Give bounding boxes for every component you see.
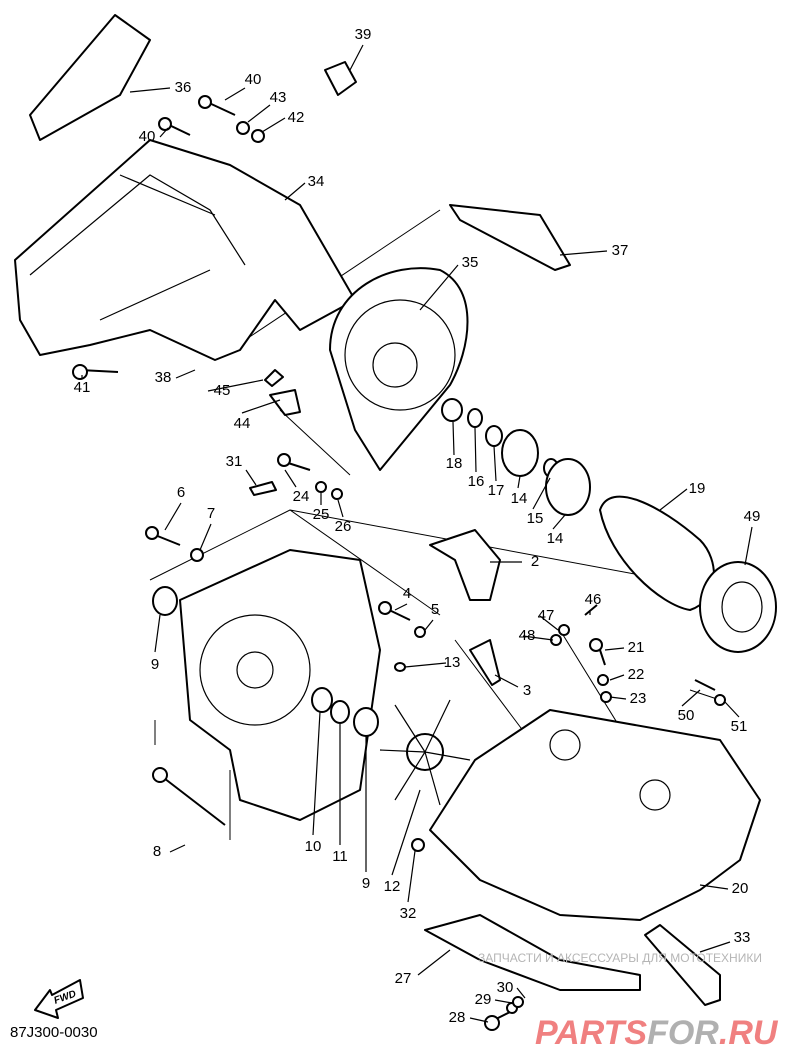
callout-44[interactable]: 44 bbox=[234, 415, 251, 432]
bracket-27 bbox=[424, 914, 641, 991]
callout-41[interactable]: 41 bbox=[74, 379, 91, 396]
watermark-brand-b: FOR bbox=[647, 1014, 719, 1052]
callout-11[interactable]: 11 bbox=[332, 848, 348, 865]
drawing-code: 87J300-0030 bbox=[10, 1024, 98, 1041]
callout-12[interactable]: 12 bbox=[384, 878, 401, 895]
seal-9 bbox=[152, 586, 178, 616]
leader-lines bbox=[81, 44, 753, 1023]
callout-30[interactable]: 30 bbox=[497, 979, 514, 996]
callout-39[interactable]: 39 bbox=[355, 26, 372, 43]
callout-5[interactable]: 5 bbox=[431, 601, 439, 618]
callout-49[interactable]: 49 bbox=[744, 508, 761, 525]
callout-22[interactable]: 22 bbox=[628, 666, 645, 683]
callout-48[interactable]: 48 bbox=[519, 627, 536, 644]
callout-2[interactable]: 2 bbox=[531, 553, 539, 570]
callout-13[interactable]: 13 bbox=[444, 654, 461, 671]
side-cover-36 bbox=[29, 14, 151, 141]
callout-40b[interactable]: 40 bbox=[139, 128, 156, 145]
belt-19 bbox=[599, 495, 715, 611]
part-39 bbox=[324, 61, 357, 96]
callout-42[interactable]: 42 bbox=[288, 109, 305, 126]
cover-20 bbox=[429, 709, 761, 921]
callout-33[interactable]: 33 bbox=[734, 929, 751, 946]
fan-housing-35 bbox=[329, 267, 469, 471]
watermark-brand: PARTSFOR.RU bbox=[535, 1014, 779, 1052]
callout-18[interactable]: 18 bbox=[446, 455, 463, 472]
watermark: ЗАПЧАСТИ И АКСЕССУАРЫ ДЛЯ МОТОТЕХНИКИ PA… bbox=[478, 951, 779, 1052]
part-33 bbox=[644, 924, 721, 1006]
callout-47[interactable]: 47 bbox=[538, 607, 555, 624]
callout-4[interactable]: 4 bbox=[403, 585, 411, 602]
callout-16[interactable]: 16 bbox=[468, 473, 485, 490]
callout-32[interactable]: 32 bbox=[400, 905, 417, 922]
callout-29[interactable]: 29 bbox=[475, 991, 492, 1008]
watermark-brand-a: PARTS bbox=[535, 1014, 647, 1052]
callout-10[interactable]: 10 bbox=[305, 838, 322, 855]
callout-36[interactable]: 36 bbox=[175, 79, 192, 96]
callout-28[interactable]: 28 bbox=[449, 1009, 466, 1026]
callout-17[interactable]: 17 bbox=[488, 482, 505, 499]
callout-37[interactable]: 37 bbox=[612, 242, 629, 259]
callout-9b[interactable]: 9 bbox=[362, 875, 370, 892]
watermark-brand-c: .RU bbox=[719, 1014, 779, 1052]
shroud-34 bbox=[14, 139, 356, 361]
callout-labels: 39 36 40 43 42 40 34 37 35 38 45 41 44 1… bbox=[74, 26, 761, 1026]
forward-arrow-icon: FWD bbox=[34, 979, 84, 1019]
callout-25[interactable]: 25 bbox=[313, 506, 330, 523]
callout-14b[interactable]: 14 bbox=[547, 530, 564, 547]
callout-8[interactable]: 8 bbox=[153, 843, 161, 860]
callout-14[interactable]: 14 bbox=[511, 490, 528, 507]
callout-20[interactable]: 20 bbox=[732, 880, 749, 897]
bolts bbox=[72, 95, 726, 1031]
callout-27[interactable]: 27 bbox=[395, 970, 412, 987]
callout-26[interactable]: 26 bbox=[335, 518, 352, 535]
watermark-tagline: ЗАПЧАСТИ И АКСЕССУАРЫ ДЛЯ МОТОТЕХНИКИ bbox=[478, 951, 762, 965]
callout-23[interactable]: 23 bbox=[630, 690, 647, 707]
plate-2 bbox=[429, 529, 501, 601]
callout-45[interactable]: 45 bbox=[214, 382, 231, 399]
callout-51[interactable]: 51 bbox=[731, 718, 748, 735]
fan-12 bbox=[379, 699, 471, 806]
housing-left bbox=[179, 549, 381, 821]
callout-35[interactable]: 35 bbox=[462, 254, 479, 271]
callout-43[interactable]: 43 bbox=[270, 89, 287, 106]
callout-9[interactable]: 9 bbox=[151, 656, 159, 673]
washers bbox=[441, 398, 591, 516]
part-37 bbox=[449, 204, 571, 271]
callout-31[interactable]: 31 bbox=[226, 453, 243, 470]
callout-38[interactable]: 38 bbox=[155, 369, 172, 386]
callout-6[interactable]: 6 bbox=[177, 484, 185, 501]
callout-34[interactable]: 34 bbox=[308, 173, 325, 190]
callout-21[interactable]: 21 bbox=[628, 639, 645, 656]
callout-3[interactable]: 3 bbox=[523, 682, 531, 699]
callout-7[interactable]: 7 bbox=[207, 505, 215, 522]
callout-19[interactable]: 19 bbox=[689, 480, 706, 497]
callout-15[interactable]: 15 bbox=[527, 510, 544, 527]
callout-24[interactable]: 24 bbox=[293, 488, 310, 505]
callout-40[interactable]: 40 bbox=[245, 71, 262, 88]
pulley-49 bbox=[699, 561, 777, 653]
callout-46[interactable]: 46 bbox=[585, 591, 602, 608]
callout-50[interactable]: 50 bbox=[678, 707, 695, 724]
